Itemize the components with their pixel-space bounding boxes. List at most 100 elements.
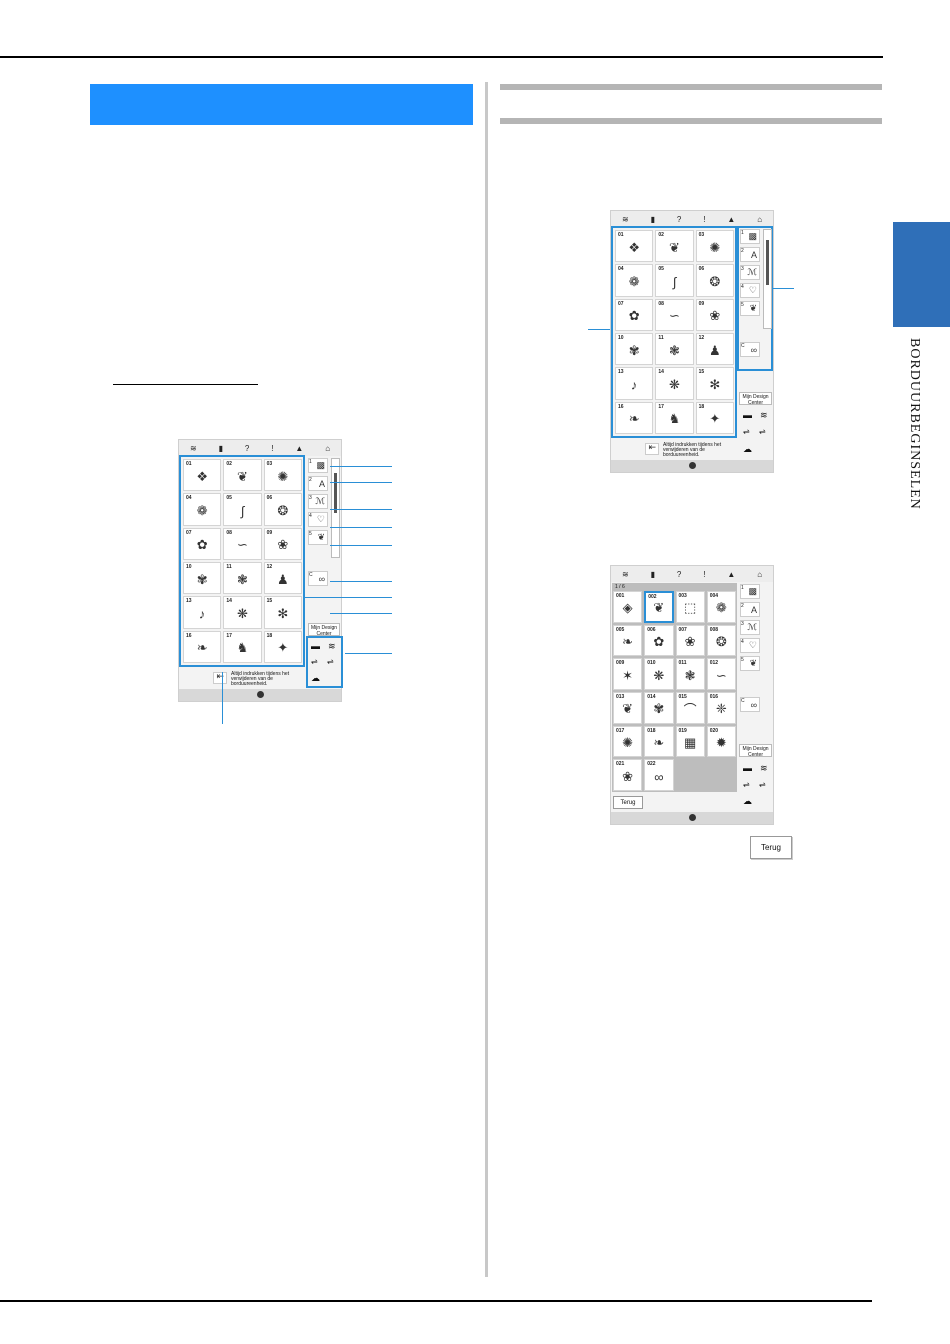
pattern-cell[interactable]: 022∞: [644, 759, 674, 791]
lock-icon[interactable]: ▲: [727, 569, 736, 579]
pattern-cell[interactable]: 12♟: [695, 332, 734, 366]
pattern-cell[interactable]: 009✶: [613, 658, 643, 690]
pattern-cell[interactable]: 04❁: [183, 493, 222, 526]
pattern-cell[interactable]: 13♪: [615, 367, 654, 400]
needle-icon[interactable]: !: [703, 214, 706, 224]
embroidery-unit-button[interactable]: ⇤: [645, 442, 659, 455]
category-tab-5[interactable]: 5❦: [740, 656, 760, 671]
pattern-cell[interactable]: 08∽: [223, 527, 262, 560]
wlan-icon[interactable]: ≋: [760, 763, 768, 773]
memory-icon[interactable]: ▮: [650, 214, 655, 224]
pattern-cell[interactable]: 006✿: [644, 624, 674, 657]
pattern-cell[interactable]: 15✻: [695, 367, 734, 400]
my-design-center-button[interactable]: Mijn Design Center: [739, 744, 772, 758]
back-button-large[interactable]: Terug: [750, 836, 792, 859]
pattern-cell[interactable]: 014✾: [644, 691, 674, 724]
usb-lock-icon[interactable]: ⇌: [759, 780, 766, 789]
pattern-cell[interactable]: 07✿: [615, 298, 654, 331]
pattern-cell[interactable]: 008❂: [706, 624, 736, 657]
category-tab-c[interactable]: C∞: [740, 697, 760, 712]
wifi-icon[interactable]: ≋: [621, 569, 629, 579]
scrollbar-thumb[interactable]: [766, 240, 769, 285]
cloud-icon[interactable]: ☁: [743, 796, 752, 806]
pattern-cell[interactable]: 02❦: [223, 459, 262, 492]
wifi-icon[interactable]: ≋: [621, 214, 629, 224]
pattern-cell[interactable]: 02❦: [655, 230, 694, 263]
pattern-cell[interactable]: 17♞: [655, 401, 694, 434]
pattern-cell-selected[interactable]: 002❦: [644, 591, 674, 623]
needle-icon[interactable]: !: [271, 443, 274, 453]
pattern-cell[interactable]: 018❧: [644, 725, 674, 758]
pattern-cell[interactable]: 16❧: [615, 401, 654, 434]
my-design-center-button[interactable]: Mijn Design Center: [739, 392, 772, 406]
embroidery-unit-icon[interactable]: [689, 462, 696, 469]
category-scrollbar[interactable]: [763, 229, 772, 329]
cloud-icon[interactable]: ☁: [743, 444, 752, 454]
home-icon[interactable]: ⌂: [757, 214, 763, 224]
lock-icon[interactable]: ▲: [295, 443, 304, 453]
back-button[interactable]: Terug: [613, 796, 643, 809]
category-tab-1[interactable]: 1▩: [740, 229, 760, 244]
pattern-cell[interactable]: 017✺: [613, 725, 643, 758]
pattern-cell[interactable]: 004❁: [706, 591, 736, 623]
category-tab-c[interactable]: C∞: [740, 342, 760, 357]
help-icon[interactable]: ?: [676, 569, 682, 579]
home-icon[interactable]: ⌂: [757, 569, 763, 579]
pattern-cell[interactable]: 06❂: [695, 264, 734, 297]
pattern-cell[interactable]: 03✺: [263, 459, 302, 492]
pattern-cell[interactable]: 09❀: [695, 298, 734, 331]
pattern-cell[interactable]: 11❃: [655, 332, 694, 366]
pattern-cell[interactable]: 08∽: [655, 298, 694, 331]
pattern-cell[interactable]: 11❃: [223, 561, 262, 595]
memory-icon[interactable]: ▮: [218, 443, 223, 453]
pattern-cell[interactable]: 13♪: [183, 596, 222, 629]
pattern-cell[interactable]: 005❧: [613, 624, 643, 657]
pattern-cell[interactable]: 001◈: [613, 591, 643, 623]
category-tab-5[interactable]: 5❦: [308, 530, 328, 545]
pattern-cell[interactable]: 10✾: [615, 332, 654, 366]
help-icon[interactable]: ?: [676, 214, 682, 224]
pattern-cell[interactable]: 020✹: [706, 725, 736, 758]
pattern-cell[interactable]: 07✿: [183, 527, 222, 560]
category-tab-4[interactable]: 4♡: [740, 638, 760, 653]
pattern-cell[interactable]: 04❁: [615, 264, 654, 297]
wlan-icon[interactable]: ≋: [328, 641, 336, 651]
embroidery-unit-icon[interactable]: [689, 814, 696, 821]
wifi-icon[interactable]: ≋: [189, 443, 197, 453]
category-tab-5[interactable]: 5❦: [740, 301, 760, 316]
usb-icon[interactable]: ⇌: [311, 657, 318, 666]
pattern-cell[interactable]: 05∫: [655, 264, 694, 297]
pattern-cell[interactable]: 007❀: [675, 624, 705, 657]
usb-icon[interactable]: ⇌: [743, 427, 750, 436]
pattern-cell[interactable]: 17♞: [223, 630, 262, 663]
category-tab-4[interactable]: 4♡: [740, 283, 760, 298]
machine-memory-icon[interactable]: ▬: [743, 763, 752, 773]
pattern-cell[interactable]: 15✻: [263, 596, 302, 629]
pattern-cell[interactable]: 05∫: [223, 493, 262, 526]
usb-icon[interactable]: ⇌: [743, 780, 750, 789]
pattern-cell[interactable]: 16❧: [183, 630, 222, 663]
category-scrollbar[interactable]: [331, 458, 340, 558]
pattern-cell[interactable]: 06❂: [263, 493, 302, 526]
category-tab-1[interactable]: 1▩: [740, 584, 760, 599]
pattern-cell[interactable]: 12♟: [263, 561, 302, 595]
pattern-cell[interactable]: 01❖: [183, 459, 222, 492]
scrollbar-thumb[interactable]: [334, 473, 337, 513]
help-icon[interactable]: ?: [244, 443, 250, 453]
pattern-cell[interactable]: 016❈: [706, 691, 736, 724]
lock-icon[interactable]: ▲: [727, 214, 736, 224]
wlan-icon[interactable]: ≋: [760, 410, 768, 420]
pattern-cell[interactable]: 09❀: [263, 527, 302, 560]
pattern-cell[interactable]: 03✺: [695, 230, 734, 263]
machine-memory-icon[interactable]: ▬: [311, 641, 320, 651]
pattern-cell[interactable]: 01❖: [615, 230, 654, 263]
pattern-cell[interactable]: 021❀: [613, 759, 643, 791]
pattern-cell[interactable]: 013❦: [613, 691, 643, 724]
category-tab-1[interactable]: 1▩: [308, 458, 328, 473]
